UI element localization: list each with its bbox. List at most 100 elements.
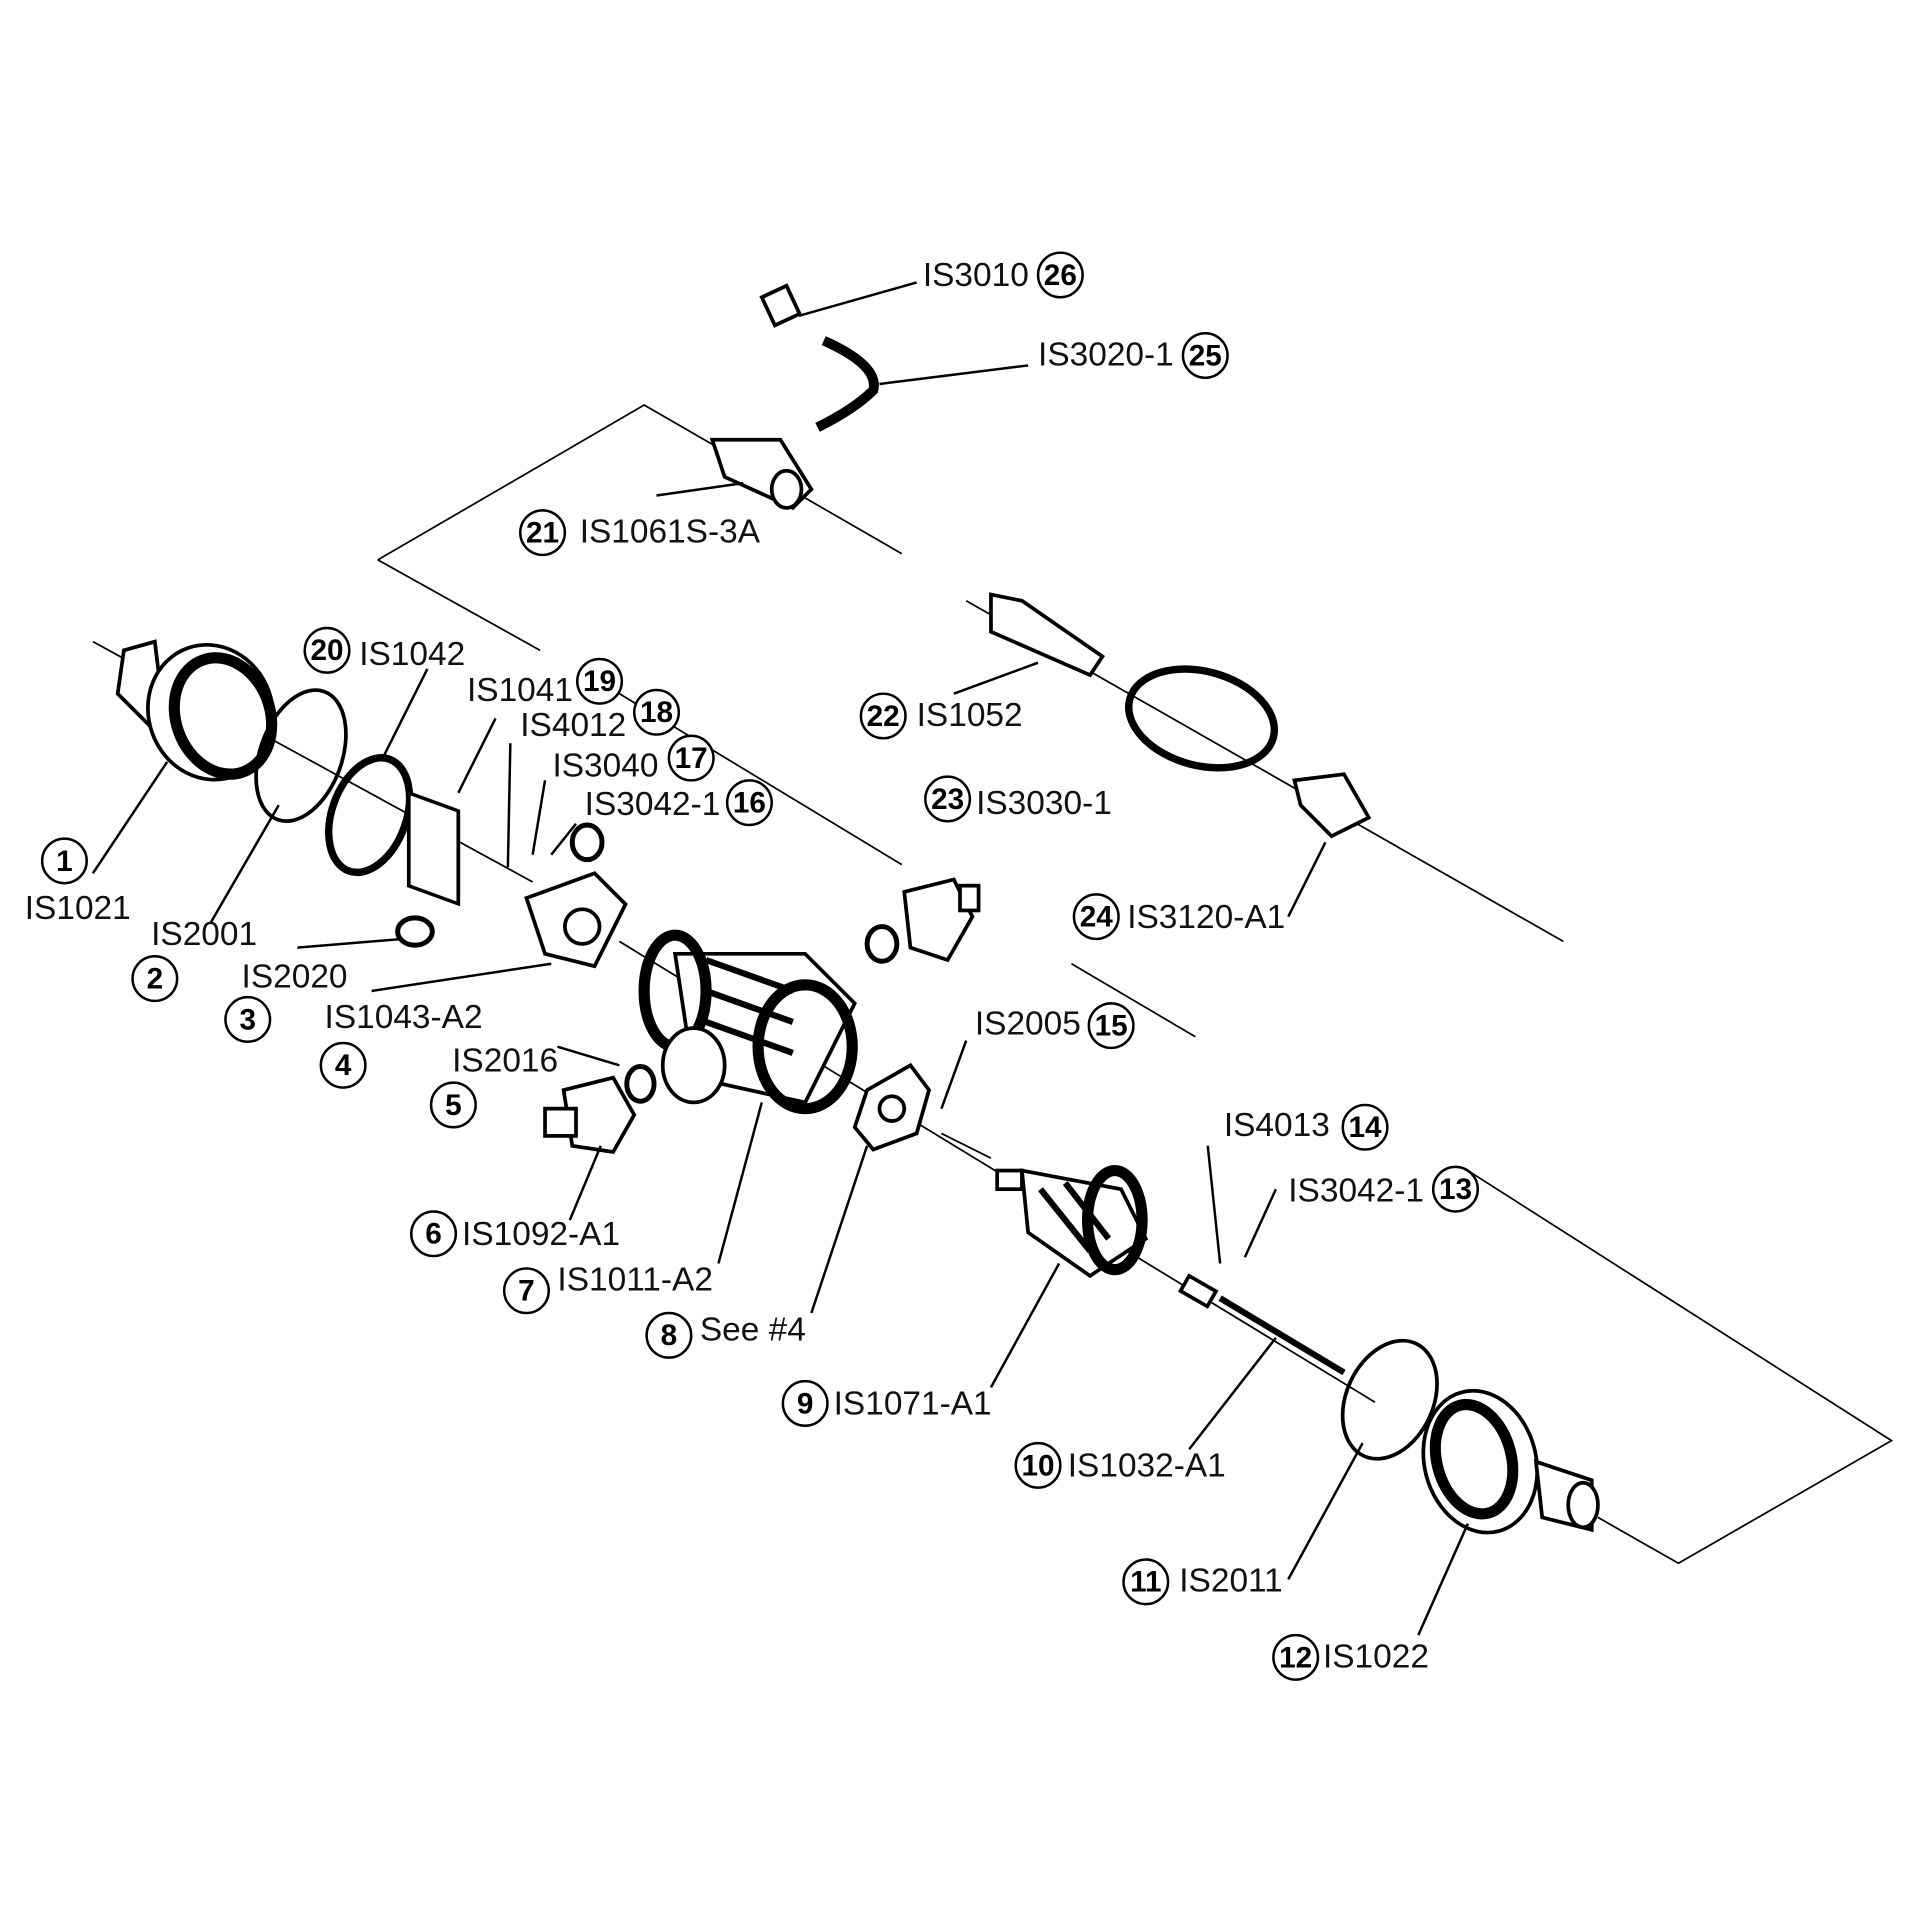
- callout-number: 16: [733, 787, 766, 820]
- nut-fitting-right: [864, 877, 981, 964]
- part-number-label: IS3042-1: [585, 786, 721, 823]
- callout-number: 20: [310, 634, 343, 667]
- part-number-label: IS1042: [359, 636, 465, 673]
- callout-circle: [645, 1311, 693, 1359]
- callout-3[interactable]: 3 IS2020: [224, 958, 348, 1043]
- part-number-label: See #4: [700, 1311, 806, 1348]
- leader-line-11: [1287, 1442, 1364, 1580]
- part-number-label: IS3020-1: [1038, 336, 1174, 373]
- part-number-label: IS2001: [151, 916, 257, 953]
- leader-line-5: [557, 1045, 620, 1067]
- callout-circle: [303, 626, 351, 674]
- assembly-frame-lines: [92, 404, 1894, 1565]
- leader-line-15: [940, 1040, 968, 1110]
- callout-number: 1: [56, 845, 73, 878]
- callout-20[interactable]: 20 IS1042: [303, 626, 465, 674]
- callout-circle: [1341, 1103, 1389, 1151]
- callout-circle: [576, 657, 624, 705]
- callout-circle: [667, 734, 715, 782]
- end-cap-left: [115, 639, 278, 782]
- part-number-label: IS1061S-3A: [580, 514, 761, 551]
- callout-number: 2: [147, 962, 164, 995]
- callout-17[interactable]: 17 IS3040: [552, 734, 715, 785]
- callout-number: 18: [640, 696, 673, 729]
- callout-circle: [1431, 1165, 1480, 1213]
- leader-line-12: [1417, 1523, 1470, 1636]
- part-number-label: IS1021: [25, 890, 131, 927]
- part-number-label: IS3030-1: [976, 785, 1112, 822]
- leader-line-13: [1243, 1188, 1277, 1258]
- leader-line-19: [457, 717, 497, 794]
- callout-25[interactable]: 25 IS3020-1: [1038, 331, 1229, 380]
- callout-number: 4: [335, 1049, 352, 1082]
- part-number-label: IS1032-A1: [1068, 1448, 1226, 1485]
- callout-number: 15: [1095, 1010, 1128, 1043]
- part-number-label: IS1022: [1323, 1638, 1429, 1675]
- fitting-is3010: [759, 283, 803, 328]
- leader-line-2: [209, 804, 280, 924]
- part-number-label: IS3010: [923, 257, 1029, 294]
- leader-line-16: [550, 822, 577, 856]
- part-number-label: IS4013: [1224, 1107, 1330, 1144]
- callout-number: 23: [931, 783, 964, 816]
- callout-number: 25: [1189, 339, 1222, 372]
- callout-circle: [1272, 1633, 1320, 1681]
- callout-circle: [1122, 1558, 1170, 1606]
- callout-circle: [781, 1379, 829, 1427]
- cable-is3030: [989, 592, 1372, 839]
- rotor-is1071: [995, 1165, 1149, 1279]
- part-number-label: IS3042-1: [1288, 1173, 1424, 1210]
- leader-line-26: [798, 281, 917, 318]
- leader-line-20: [382, 668, 429, 757]
- callout-circle: [859, 692, 907, 740]
- end-cap-right: [1421, 1388, 1600, 1535]
- callout-23[interactable]: 23 IS3030-1: [924, 775, 1112, 823]
- o-ring-is2001: [254, 688, 348, 824]
- callout-21[interactable]: 21 IS1061S-3A: [519, 509, 761, 557]
- callout-12[interactable]: 12 IS1022: [1272, 1633, 1429, 1681]
- callout-circle: [725, 779, 773, 827]
- gasket-is1042: [325, 754, 414, 877]
- callout-circle: [1036, 251, 1084, 299]
- leader-line-4: [371, 962, 552, 993]
- callout-circle: [429, 1081, 477, 1129]
- part-number-label: IS3040: [552, 748, 658, 785]
- leader-line-18: [506, 743, 512, 868]
- callout-16[interactable]: 16 IS3042-1: [585, 779, 773, 827]
- leader-line-14: [1206, 1145, 1222, 1264]
- callout-number: 21: [526, 517, 559, 550]
- part-number-label: IS1011-A2: [557, 1262, 713, 1299]
- part-number-label: IS2020: [242, 958, 348, 995]
- shaft-is1032: [1177, 1273, 1346, 1376]
- plate-is1043: [852, 1062, 992, 1159]
- callout-number: 12: [1279, 1641, 1312, 1674]
- leader-lines: [91, 281, 1470, 1636]
- part-number-label: IS1041: [467, 672, 573, 709]
- part-number-label: IS1052: [917, 697, 1023, 734]
- callout-2[interactable]: 2 IS2001: [131, 916, 258, 1003]
- fitting-is1061: [709, 437, 814, 511]
- leader-line-10: [1188, 1337, 1277, 1451]
- callout-number: 3: [239, 1003, 256, 1036]
- callout-circle: [1014, 1441, 1062, 1489]
- callout-circle: [224, 995, 272, 1043]
- callout-number: 17: [675, 742, 708, 775]
